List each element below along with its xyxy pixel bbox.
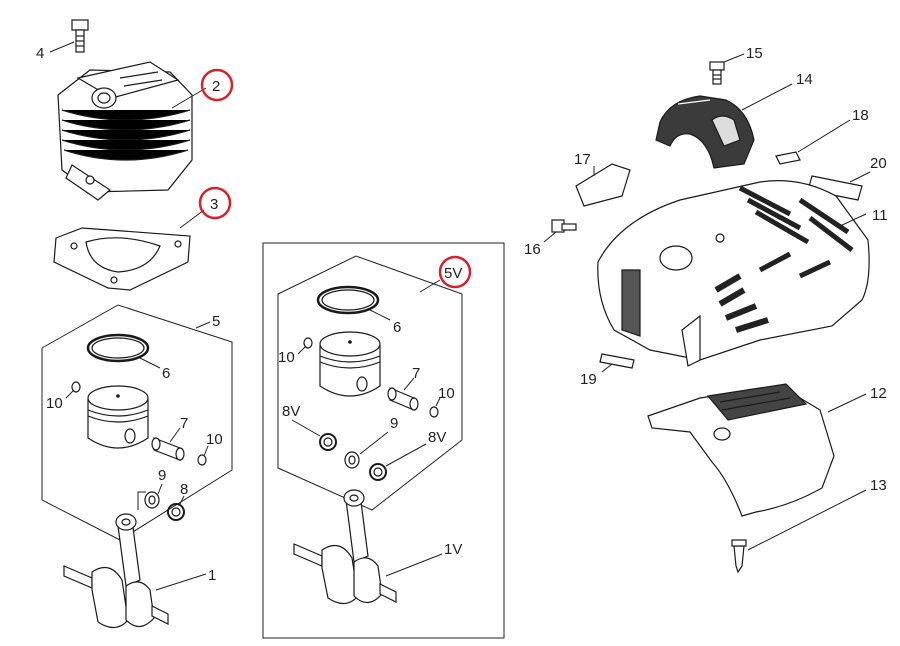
part-crankshaft-1: [63, 513, 169, 629]
part-piston-pin-7: [151, 437, 185, 461]
label-20: 20: [870, 155, 887, 172]
label-6-left: 6: [162, 365, 170, 382]
part-washer-8v-a: [319, 433, 337, 451]
part-decal-19: [599, 353, 635, 369]
part-screw-13: [731, 539, 747, 574]
label-1: 1: [208, 567, 216, 584]
kit-panel-5: [41, 304, 233, 541]
label-12: 12: [870, 385, 887, 402]
label-9-left: 9: [158, 467, 166, 484]
part-clip-10-a: [71, 381, 81, 393]
label-4: 4: [36, 45, 44, 62]
part-piston-pin-7-alt: [387, 387, 419, 411]
label-17: 17: [574, 151, 591, 168]
label-14: 14: [796, 71, 813, 88]
label-7-left: 7: [180, 415, 188, 432]
highlight-circle-5v: [438, 255, 472, 289]
kit-panel-5v: [277, 255, 463, 511]
part-piston-ring-6: [86, 333, 150, 363]
part-engine-cover-11: [597, 180, 870, 367]
part-pad-17: [575, 163, 631, 207]
part-bolt-16: [551, 219, 577, 233]
part-bearing-9-alt: [344, 451, 360, 469]
label-2: 2: [212, 78, 220, 95]
part-crankshaft-1v: [293, 489, 397, 605]
part-bearing-9: [144, 491, 160, 509]
label-5v: 5V: [444, 265, 462, 282]
label-18: 18: [852, 107, 869, 124]
highlight-circle-2: [200, 68, 234, 102]
label-8v-left: 8V: [282, 403, 300, 420]
label-5: 5: [212, 313, 220, 330]
label-15: 15: [746, 45, 763, 62]
part-washer-8: [167, 503, 185, 521]
label-10-center-b: 10: [438, 385, 455, 402]
part-lower-cover-12: [647, 383, 835, 517]
part-gasket-3: [53, 227, 191, 291]
part-piston-ring-6-alt: [316, 285, 380, 315]
part-bolt-4: [71, 19, 89, 53]
label-19: 19: [580, 371, 597, 388]
label-6-center: 6: [393, 319, 401, 336]
label-7-center: 7: [412, 365, 420, 382]
label-11: 11: [872, 207, 888, 224]
alt-kit-frame: [262, 242, 505, 639]
highlight-circle-3: [198, 186, 232, 220]
label-3: 3: [210, 196, 218, 213]
part-top-cover-14: [655, 95, 755, 169]
part-clip-10-d: [429, 406, 439, 418]
part-piston-alt: [319, 331, 381, 397]
part-cylinder-2: [57, 61, 193, 201]
label-8: 8: [180, 481, 188, 498]
label-1v: 1V: [444, 541, 462, 558]
part-clip-10-b: [197, 454, 207, 466]
label-13: 13: [870, 477, 887, 494]
label-9-center: 9: [390, 415, 398, 432]
label-10-left-b: 10: [206, 431, 223, 448]
label-8v-right: 8V: [428, 429, 446, 446]
part-screw-15: [709, 61, 725, 85]
part-washer-8v-b: [369, 463, 387, 481]
part-piston: [87, 385, 149, 449]
label-16: 16: [524, 241, 541, 258]
part-clip-10-c: [303, 337, 313, 349]
label-10-left-a: 10: [46, 395, 63, 412]
part-decal-18: [775, 151, 801, 165]
label-10-center-a: 10: [278, 349, 295, 366]
